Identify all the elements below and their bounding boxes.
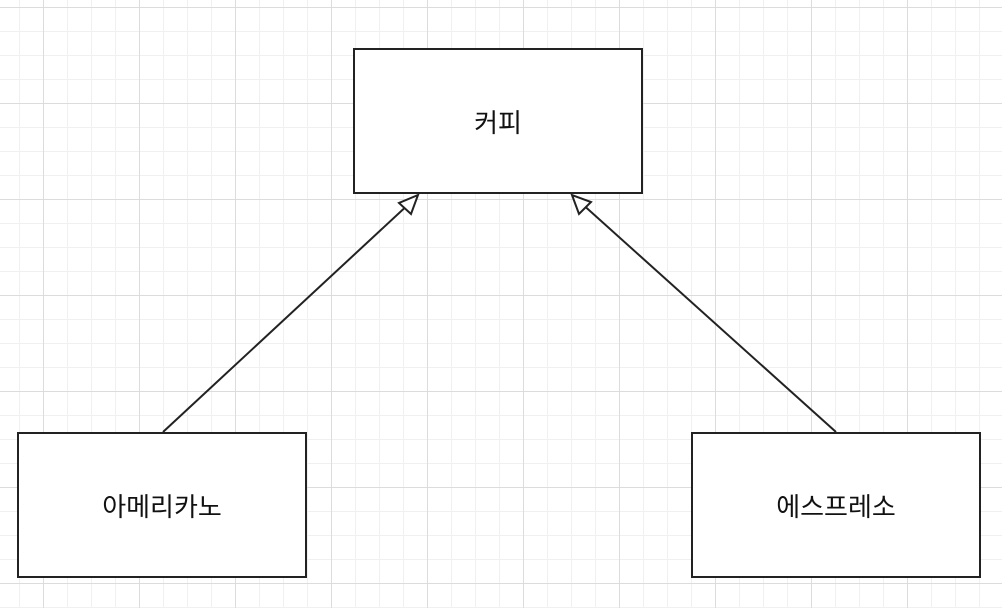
edge-americano-to-coffee: [162, 193, 420, 433]
edge-espresso-to-coffee: [570, 193, 837, 433]
node-coffee-label: 커피: [474, 108, 522, 139]
node-coffee[interactable]: 커피: [353, 48, 643, 194]
node-americano[interactable]: 아메리카노: [17, 432, 307, 578]
edge-americano-line: [162, 201, 412, 433]
node-americano-label: 아메리카노: [102, 492, 222, 523]
node-espresso-label: 에스프레소: [776, 492, 896, 523]
inheritance-arrowhead-right: [570, 193, 593, 216]
edge-espresso-line: [579, 201, 837, 433]
node-espresso[interactable]: 에스프레소: [691, 432, 981, 578]
inheritance-arrowhead-left: [397, 193, 420, 216]
